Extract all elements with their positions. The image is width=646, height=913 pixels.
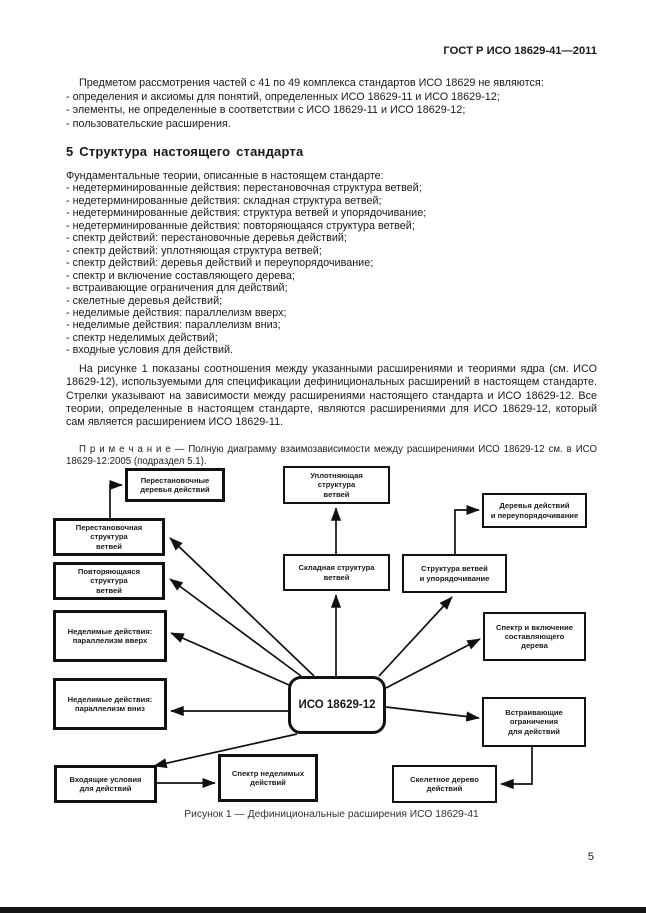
list-item: - недетерминированные действия: структур…	[66, 207, 427, 220]
list-item: - недетерминированные действия: перестан…	[66, 182, 422, 195]
node-trees-reorder: Деревья действий и переупорядочивание	[482, 493, 587, 528]
node-input-conditions: Входящие условия для действий	[54, 765, 157, 803]
list-item: - спектр действий: уплотняющая структура…	[66, 244, 322, 257]
intro-item: - определения и аксиомы для понятий, опр…	[66, 90, 500, 103]
node-compact-structure: Уплотняющая структура ветвей	[283, 466, 390, 504]
list-item: - недетерминированные действия: складная…	[66, 194, 382, 207]
list-item: - неделимые действия: параллелизм вверх;	[66, 306, 287, 319]
node-atomic-spectrum: Спектр неделимых действий	[218, 754, 318, 802]
node-structure-order: Структура ветвей и упорядочивание	[402, 554, 507, 593]
list-item: - спектр неделимых действий;	[66, 331, 218, 344]
intro-paragraph: Предметом рассмотрения частей с 41 по 49…	[66, 77, 597, 131]
intro-item: - пользовательские расширения.	[66, 117, 231, 130]
node-embed-constraints: Встраивающие ограничения для действий	[482, 697, 586, 747]
list-item: - спектр действий: деревья действий и пе…	[66, 257, 374, 270]
list-item: - спектр действий: перестановочные дерев…	[66, 232, 347, 245]
node-repeat-structure: Повторяющаяся структура ветвей	[53, 562, 165, 600]
node-perm-structure: Перестановочная структура ветвей	[53, 518, 165, 556]
list-item: - неделимые действия: параллелизм вниз;	[66, 319, 281, 332]
list-item: - спектр и включение составляющего дерев…	[66, 269, 295, 282]
intro-item: - элементы, не определенные в соответств…	[66, 104, 466, 117]
node-fold-structure: Складная структура ветвей	[283, 554, 390, 591]
node-skeletal-tree: Скелетное дерево действий	[392, 765, 497, 803]
list-item: - недетерминированные действия: повторяю…	[66, 219, 415, 232]
list-item: - входные условия для действий.	[66, 344, 234, 357]
node-perm-trees: Перестановочные деревья действий	[125, 468, 225, 502]
intro-lead: Предметом рассмотрения частей с 41 по 49…	[79, 77, 544, 89]
dependency-arrows	[109, 479, 533, 790]
node-atomic-up: Неделимые действия: параллелизм вверх	[53, 610, 167, 662]
figure-diagram: Перестановочные деревья действий Уплотня…	[0, 460, 646, 840]
node-spectrum-inclusion: Спектр и включение составляющего дерева	[483, 612, 586, 661]
body-paragraph: На рисунке 1 показаны соотношения между …	[66, 363, 597, 429]
section-heading: 5 Структура настоящего стандарта	[66, 144, 304, 159]
document-header: ГОСТ Р ИСО 18629-41—2011	[443, 45, 597, 57]
node-atomic-down: Неделимые действия: параллелизм вниз	[53, 678, 167, 730]
figure-caption: Рисунок 1 — Дефинициональные расширения …	[184, 809, 479, 820]
theories-list: Фундаментальные теории, описанные в наст…	[66, 170, 597, 357]
theories-lead: Фундаментальные теории, описанные в наст…	[66, 170, 384, 182]
list-item: - встраивающие ограничения для действий;	[66, 282, 288, 295]
page-number: 5	[587, 851, 594, 863]
note-paragraph: П р и м е ч а н и е — Полную диаграмму в…	[66, 444, 597, 467]
list-item: - скелетные деревья действий;	[66, 294, 223, 307]
node-iso-18629-12: ИСО 18629-12	[288, 676, 386, 734]
bottom-scan-edge	[0, 907, 646, 913]
